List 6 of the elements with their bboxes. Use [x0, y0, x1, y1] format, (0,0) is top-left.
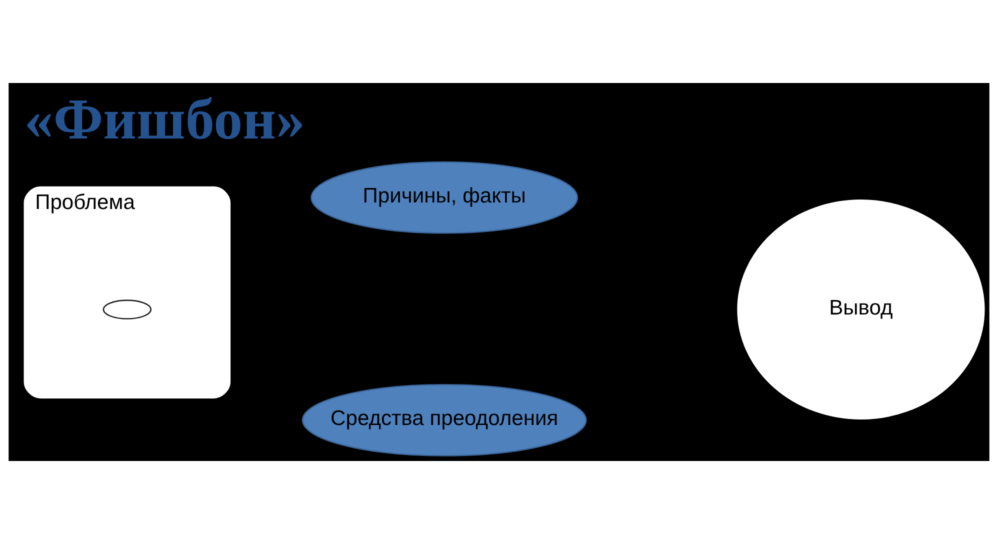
node-ellipse [102, 300, 152, 320]
diagram-title: «Фишбон» [24, 86, 305, 152]
node-ellipse: Причины, факты [310, 161, 578, 234]
node-ellipse: Вывод [737, 200, 985, 420]
node-ellipse: Средства преодоления [302, 384, 587, 456]
cluster: Проблема [24, 186, 231, 398]
